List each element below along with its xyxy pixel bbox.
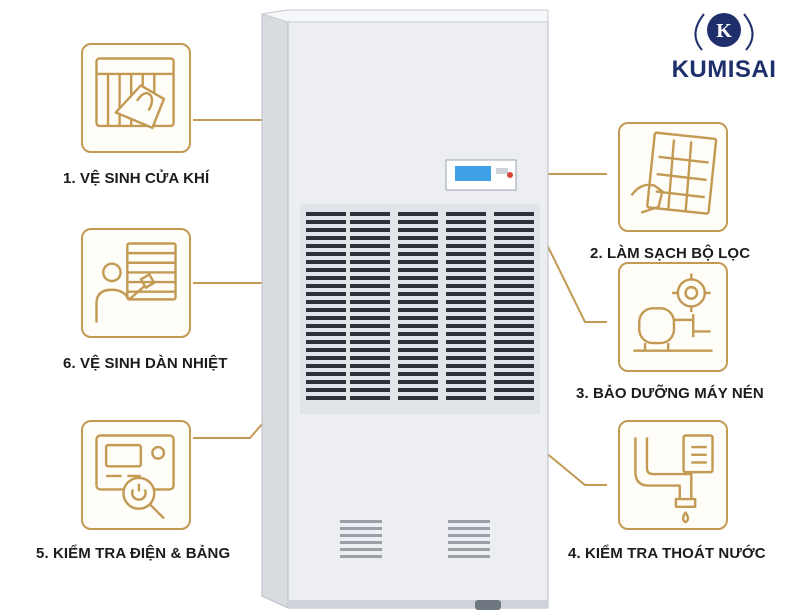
- step-6-icon-box: [81, 228, 191, 338]
- filter-cleaning-icon: [630, 131, 718, 215]
- step-6-label: 6. VỆ SINH DÀN NHIỆT: [63, 355, 228, 372]
- step-1-icon-box: [81, 43, 191, 153]
- step-1-label: 1. VỆ SINH CỬA KHÍ: [63, 170, 210, 187]
- compressor-maintenance-icon: [633, 273, 713, 352]
- step-3-icon-box: [618, 262, 728, 372]
- bottom-vents: [340, 520, 490, 558]
- coil-cleaning-icon: [95, 242, 177, 323]
- brand-monogram: K: [716, 20, 732, 42]
- brand-name: KUMISAI: [671, 56, 777, 83]
- step-2-label: 2. LÀM SẠCH BỘ LỌC: [590, 245, 751, 262]
- air-grille: [306, 212, 534, 400]
- step-2-icon-box: [618, 122, 728, 232]
- step-5-label: 5. KIỂM TRA ĐIỆN & BẢNG: [36, 545, 231, 562]
- step-3-label: 3. BẢO DƯỠNG MÁY NÉN: [576, 385, 764, 402]
- step-4-label: 4. KIỂM TRA THOÁT NƯỚC: [568, 545, 766, 562]
- air-grille-cleaning-icon: [95, 57, 175, 130]
- drainage-check-icon: [634, 434, 714, 524]
- step-4-icon-box: [618, 420, 728, 530]
- brand-logo: K KUMISAI: [664, 6, 784, 88]
- step-5-icon-box: [81, 420, 191, 530]
- electrical-panel-check-icon: [95, 434, 175, 520]
